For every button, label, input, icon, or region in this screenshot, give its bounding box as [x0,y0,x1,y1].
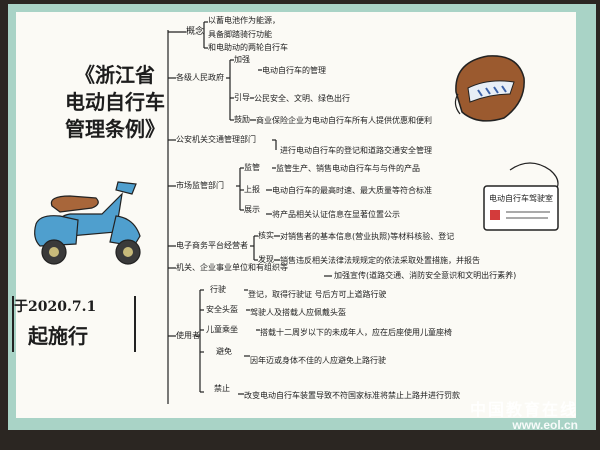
ecommerce-item-2-label: 发现 [258,255,274,264]
title-line-1: 《浙江省 [75,63,155,87]
market-item-1-label: 监管 [244,163,260,172]
concept-desc-1: 以蓄电池作为能源， [208,16,280,25]
gov-item-1-text: 电动自行车的管理 [262,66,326,75]
poster-title: 《浙江省 电动自行车 管理条例》 [40,62,190,143]
user-item-4-label: 避免 [216,347,232,356]
effective-date: 于2020.7.1 起施行 [14,296,142,349]
concept-desc-3: 和电助动的两轮自行车 [208,43,288,52]
date-bracket [12,296,136,352]
user-item-5-text: 改变电动自行车装置导致不符国家标准将禁止上路并进行罚款 [244,391,460,400]
orgs-text: 加强宣传(道路交通、消防安全意识和文明出行素养) [334,271,517,280]
concept-desc-2: 具备脚踏骑行功能 [208,30,272,39]
user-item-5-label: 禁止 [214,384,230,393]
market-item-3-text: 将产品相关认证信息在显著位置公示 [272,210,400,219]
gov-item-2-text: 公民安全、文明、绿色出行 [254,94,350,103]
police-label: 公安机关交通管理部门 [176,135,256,144]
market-item-3-label: 展示 [244,205,260,214]
effective-date-line-1: 于2020.7.1 [14,299,97,315]
gov-item-3-text: 商业保险企业为电动自行车所有人提供优惠和便利 [256,116,432,125]
ecommerce-item-2-text: 销售违反相关法律法规规定的依法采取处置措施，并报告 [280,256,480,265]
user-label: 使用者 [176,331,200,340]
watermark-line-1: 中国教育在线 [469,402,578,419]
license-tag-illustration [483,162,559,231]
gov-item-3-label: 鼓励 [234,115,250,124]
ecommerce-item-1-label: 核实 [258,231,274,240]
user-item-3-label: 儿童乘坐 [206,325,238,334]
ecommerce-item-1-text: 对销售者的基本信息(营业执照)等材料核验、登记 [280,232,455,241]
scooter-illustration [34,181,141,265]
user-item-1-text: 登记，取得行驶证 号后方可上道路行驶 [248,290,387,299]
concept-label: 概念 [186,27,205,37]
gov-item-2-label: 引导 [234,93,250,102]
user-item-1-label: 行驶 [210,285,226,294]
user-item-2-label: 安全头盔 [206,305,238,314]
market-item-2-label: 上报 [244,185,260,194]
user-item-4-text: 因年迈或身体不佳的人应避免上路行驶 [250,356,386,365]
watermark-line-2: www.eol.cn [512,418,578,432]
user-item-3-text: 搭载十二周岁以下的未成年人，应在后座使用儿童座椅 [260,328,452,337]
orgs-label: 机关、企业事业单位和有组织等 [176,263,288,272]
police-text: 进行电动自行车的登记和道路交通安全管理 [280,146,432,155]
watermark: 中国教育在线 www.eol.cn [469,402,578,433]
license-tag-text: 电动自行车驾驶室 [489,194,553,203]
gov-item-1-label: 加强 [234,55,250,64]
gov-label: 各级人民政府 [176,73,224,82]
market-item-1-text: 监管生产、销售电动自行车与与件的产品 [276,164,420,173]
title-line-3: 管理条例》 [65,117,165,141]
effective-date-line-2: 起施行 [28,324,88,348]
title-line-2: 电动自行车 [65,90,165,114]
helmet-illustration [454,55,525,122]
market-item-2-text: 电动自行车的最高时速、最大质量等符合标准 [272,186,432,195]
market-label: 市场监管部门 [176,181,224,190]
ecommerce-label: 电子商务平台经营者 [176,241,248,250]
user-item-2-text: 驾驶人及搭载人应佩戴头盔 [250,308,346,317]
